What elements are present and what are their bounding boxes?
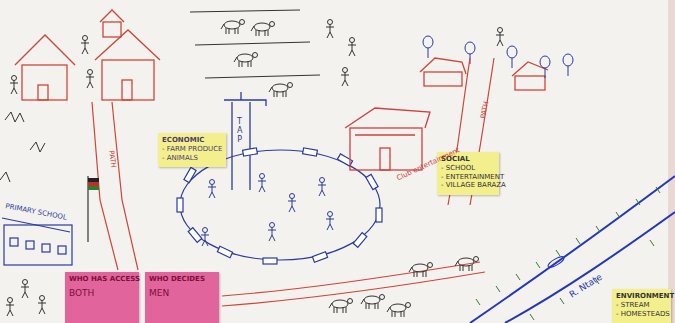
trees xyxy=(423,36,573,78)
economic-note: ECONOMIC- FARM PRODUCE- ANIMALS xyxy=(158,133,226,167)
access-note: WHO HAS ACCESS BOTH xyxy=(65,272,139,323)
note-item: BOTH xyxy=(69,288,135,299)
note-heading: WHO DECIDES xyxy=(149,275,215,284)
path-label: PATH xyxy=(107,150,116,168)
river xyxy=(470,176,675,323)
bushes xyxy=(0,112,45,182)
note-heading: ECONOMIC xyxy=(162,136,222,145)
environment-note: ENVIRONMENT- STREAM- HOMESTEADS xyxy=(612,289,671,323)
paths xyxy=(92,58,494,306)
people-at-tap xyxy=(201,174,334,247)
note-item: MEN xyxy=(149,288,215,299)
note-item: - VILLAGE BARAZA xyxy=(441,181,495,190)
note-item: - FARM PRODUCE xyxy=(162,145,222,154)
note-item: - ENTERTAINMENT xyxy=(441,173,495,182)
note-heading: ENVIRONMENT xyxy=(616,292,667,301)
paper-edge xyxy=(668,0,675,323)
homesteads xyxy=(15,10,548,100)
note-item: - STREAM xyxy=(616,301,667,310)
club-building xyxy=(345,108,430,170)
note-item: - HOMESTEADS xyxy=(616,310,667,319)
livestock xyxy=(329,257,479,318)
grazing-land xyxy=(190,10,320,97)
note-item: - ANIMALS xyxy=(162,154,222,163)
decision-note: WHO DECIDES MEN xyxy=(145,272,219,323)
primary-school xyxy=(2,218,72,265)
note-item: - SCHOOL xyxy=(441,164,495,173)
note-heading: WHO HAS ACCESS xyxy=(69,275,135,284)
tap-label: TAP xyxy=(237,118,242,144)
flag xyxy=(88,176,99,242)
